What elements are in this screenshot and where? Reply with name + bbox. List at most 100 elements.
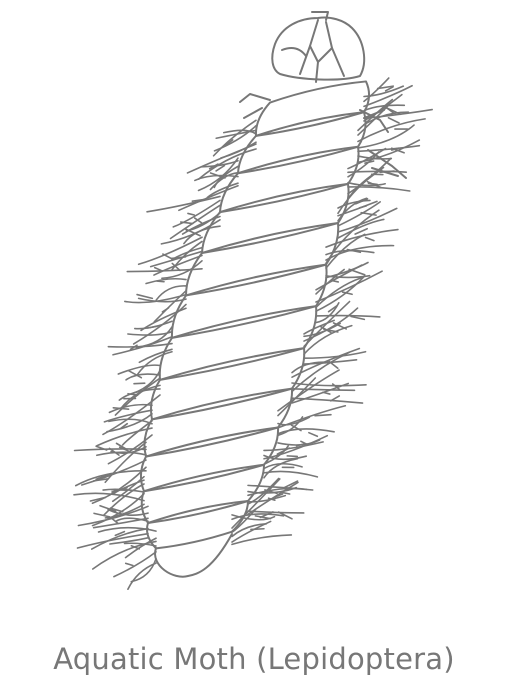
gill-filament-branch xyxy=(171,262,181,272)
tail-segment xyxy=(154,533,233,578)
gill-filament-branch xyxy=(322,391,331,395)
gill-filament xyxy=(102,488,145,493)
gill-filament xyxy=(277,404,347,429)
gill-filament xyxy=(277,369,340,412)
gill-filament-branch xyxy=(92,478,109,482)
gill-filament-branch xyxy=(314,413,332,417)
gill-filament xyxy=(106,413,153,433)
gill-filament-branch xyxy=(95,445,108,451)
gill-filament-branch xyxy=(120,422,129,430)
leg xyxy=(243,107,263,119)
gill-filament xyxy=(291,382,350,404)
gill-filament xyxy=(124,537,157,559)
gill-filament xyxy=(121,419,153,446)
gill-filament-branch xyxy=(290,424,302,432)
gill-filament xyxy=(183,225,221,245)
gill-filament xyxy=(200,159,239,168)
head-capsule xyxy=(271,11,366,83)
gill-filament-branch xyxy=(156,280,165,283)
gill-filament xyxy=(337,168,383,215)
gill-filament-branch xyxy=(112,407,130,410)
gill-filament-branch xyxy=(354,198,369,205)
gill-filament-branch xyxy=(129,344,138,351)
gill-filament xyxy=(247,481,299,516)
gill-filament xyxy=(231,478,281,529)
gill-filament xyxy=(263,457,299,479)
gill-filament-branch xyxy=(162,253,175,261)
body-segment xyxy=(254,80,370,137)
gill-filament xyxy=(291,351,351,393)
gill-filament xyxy=(315,277,362,309)
gill-filament xyxy=(347,147,387,170)
gill-filament-branch xyxy=(274,493,284,498)
gill-filament-branch xyxy=(364,236,375,242)
leg xyxy=(359,109,389,133)
gill-filament-branch xyxy=(358,205,368,209)
gill-filament-branch xyxy=(282,480,299,489)
gill-filament-branch xyxy=(364,160,375,164)
gill-filament xyxy=(108,418,153,425)
body-segments xyxy=(140,80,407,578)
gill-filament xyxy=(277,416,304,437)
gill-filament xyxy=(137,236,203,266)
body-segment xyxy=(146,500,249,550)
gill-filament xyxy=(277,377,317,417)
gill-filament xyxy=(114,517,149,523)
gill-filament xyxy=(186,143,257,174)
gill-filament xyxy=(209,171,239,191)
gill-filament-branch xyxy=(331,383,341,391)
gill-filament-branch xyxy=(387,117,400,124)
gill-filament xyxy=(73,448,147,452)
gill-filament-branch xyxy=(127,392,139,396)
gill-filament xyxy=(171,246,203,261)
gill-filament-branch xyxy=(277,511,293,520)
gill-filament xyxy=(160,219,221,245)
gill-filament-branch xyxy=(193,217,203,224)
gill-filament-branch xyxy=(114,530,126,537)
gill-filament xyxy=(74,470,147,487)
body-segment xyxy=(219,145,360,214)
gill-filament xyxy=(114,377,161,416)
caption: Aquatic Moth (Lepidoptera) xyxy=(53,642,455,676)
gill-filament-branch xyxy=(276,447,291,455)
gill-filament xyxy=(315,264,363,291)
gill-filament-branch xyxy=(108,447,120,456)
gill-filament xyxy=(117,364,161,375)
leg xyxy=(371,167,399,177)
gill-filament xyxy=(277,428,335,435)
gill-filament xyxy=(222,129,257,135)
gill-filament xyxy=(136,350,173,376)
gill-filament xyxy=(153,254,203,276)
gill-filament xyxy=(161,260,203,280)
gill-filament xyxy=(91,492,145,527)
gill-filament-branch xyxy=(191,198,207,202)
gill-filament xyxy=(263,441,324,452)
gill-filament xyxy=(303,319,335,335)
gill-filament xyxy=(197,148,257,180)
gill-filament xyxy=(97,526,157,533)
gill-filament xyxy=(291,388,356,392)
gill-filament-branch xyxy=(286,455,299,458)
gill-filament xyxy=(325,261,369,279)
gill-filament xyxy=(347,181,386,187)
gill-filament-branch xyxy=(366,180,382,189)
gill-filament xyxy=(363,111,410,126)
gill-filament xyxy=(178,184,239,212)
gill-filament-branch xyxy=(254,515,272,520)
gill-filament-branch xyxy=(110,517,119,525)
gill-filament xyxy=(146,195,221,213)
gill-filament-branch xyxy=(259,511,274,519)
gill-filament-branch xyxy=(264,489,278,495)
gill-filament xyxy=(92,517,149,529)
gill-filament-branch xyxy=(390,147,400,151)
larva-illustration xyxy=(73,11,433,591)
gill-filament xyxy=(213,124,257,152)
gill-filament xyxy=(363,104,406,112)
gill-filament xyxy=(212,119,257,157)
gill-filament xyxy=(247,510,305,514)
gill-filament xyxy=(231,520,272,543)
gill-filament xyxy=(291,361,334,374)
gill-filament-branch xyxy=(354,227,368,235)
gill-filament-branch xyxy=(341,291,353,296)
gill-filament xyxy=(263,445,290,466)
